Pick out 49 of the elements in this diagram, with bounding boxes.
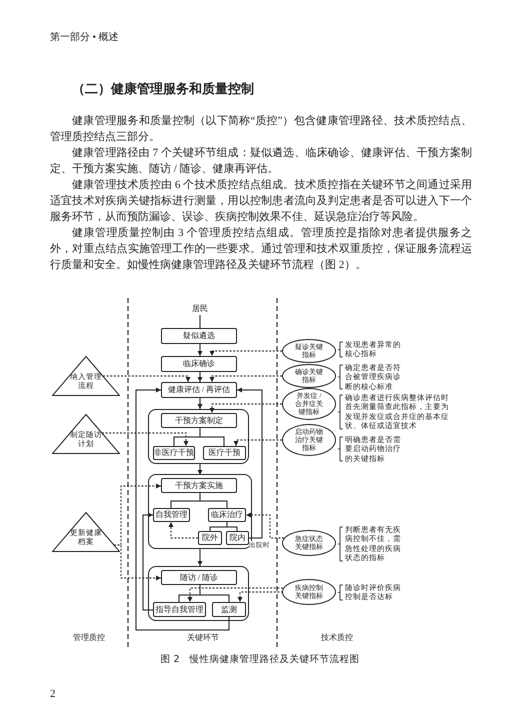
process-box: 自我管理 — [153, 508, 190, 522]
start-label: 居民 — [186, 302, 214, 315]
arrow — [198, 344, 202, 356]
process-box: 临床确诊 — [161, 356, 237, 372]
dashed-arrow — [246, 512, 284, 538]
process-box: 医疗干预 — [203, 446, 246, 460]
dashed-arrow — [102, 432, 188, 446]
dashed-arrow — [102, 376, 190, 382]
column-label: 关键环节 — [186, 632, 220, 643]
running-header: 第一部分 • 概述 — [50, 30, 120, 44]
dashed-arrow — [210, 376, 282, 382]
arrow — [198, 372, 202, 382]
dashed-arrow — [210, 404, 282, 414]
paragraph: 健康管理质量控制由 3 个管理质控结点组成。管理质控是指除对患者提供服务之外，对重点结点实施管理工作的一些要求。通过管理和技术双重质控，保证服务流程运行质量和安全。如慢性病健康管理路径及关键环节流程（图 2）。 — [50, 226, 472, 273]
arrow — [236, 388, 262, 538]
column-label: 管理质控 — [72, 632, 106, 643]
paragraph: 健康管理服务和质量控制（以下简称“质控”）包含健康管理路径、技术质控结点、管理质控结点三部分。 — [50, 114, 472, 145]
paragraph: 健康管理技术质控由 6 个技术质控结点组成。技术质控指在关键环节之间通过采用适宜技术对疾病关键指标进行测量，用以控制患者流向及判定患者是否可以进入下一个服务环节，从而预防漏诊、误诊、疾病控制效果不佳、延误急症治疗等风险。 — [50, 178, 472, 225]
figure-caption: 图 2 慢性病健康管理路径及关键环节流程图 — [159, 653, 361, 666]
arrow — [142, 512, 154, 610]
connector-line — [200, 428, 224, 446]
arrow — [198, 548, 202, 566]
process-box: 干预方案制定 — [161, 413, 237, 428]
dashed-arrow — [188, 588, 284, 602]
process-box: 随访 / 随诊 — [161, 570, 237, 585]
page-number: 2 — [50, 688, 56, 700]
paragraph: 健康管理路径由 7 个关键环节组成：疑似遴选、临床确诊、健康评估、干预方案制定、干预方案实施、随访 / 随诊、健康再评估。 — [50, 146, 472, 177]
group-box — [148, 409, 249, 464]
section-heading: （二）健康管理服务和质量控制 — [72, 80, 255, 98]
arrow — [198, 398, 202, 410]
dashed-arrow — [234, 440, 282, 446]
connector-line — [226, 522, 238, 532]
dashed-arrow — [168, 522, 198, 538]
process-box: 干预方案实施 — [161, 478, 237, 493]
dashed-arrow — [238, 592, 284, 602]
process-box: 非医疗干预 — [153, 446, 195, 460]
connector-line — [200, 492, 228, 508]
process-box: 临床治疗 — [208, 508, 246, 522]
group-box — [148, 566, 249, 621]
process-box: 监测 — [212, 602, 246, 617]
column-label: 技术质控 — [320, 632, 354, 643]
process-box: 指导自我管理 — [153, 602, 206, 617]
arrow — [198, 464, 202, 476]
dashed-arrow — [210, 350, 282, 356]
process-box: 院内 — [226, 531, 249, 545]
process-box: 健康评估 / 再评估 — [161, 382, 237, 398]
process-box: 院外 — [198, 531, 222, 545]
arrow — [136, 388, 230, 630]
process-box: 疑似遴选 — [161, 328, 237, 344]
